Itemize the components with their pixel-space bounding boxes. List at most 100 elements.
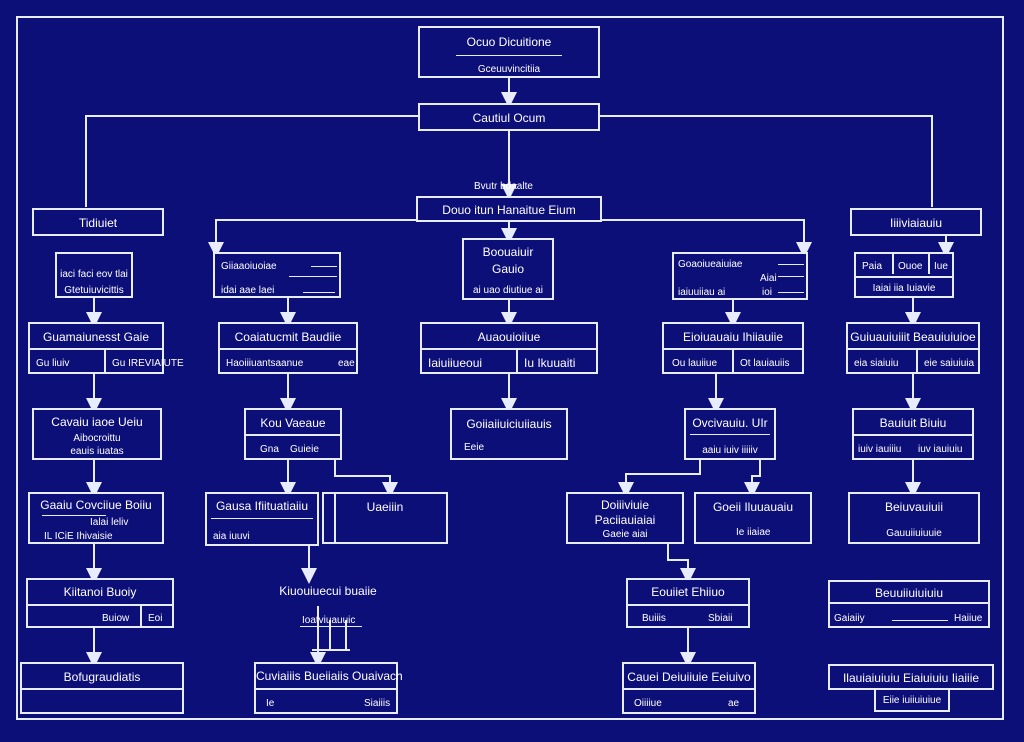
col5-c-box: Bauiuit Biuiu iuiv iauiiiu iuv iauiuiu: [852, 408, 974, 460]
col2-b-title: Coaiatucmit Baudiie: [234, 330, 342, 344]
col1-e-right: Eoi: [148, 613, 163, 624]
col2-d-divider: [211, 518, 313, 519]
col4-g-divider: [624, 688, 754, 690]
col5-b-divider: [848, 348, 978, 350]
col4-f-right: Sbiaii: [708, 613, 733, 624]
col5-b-title: Guiuauiuiiit Beauiuiuioe: [850, 330, 976, 344]
col5-f-title: Ilauiaiuiuiu Eiaiuiuiu Iiaiiie: [842, 671, 980, 685]
col2-b-divider: [220, 348, 356, 350]
col1-c-line2: Aibocroittu: [73, 433, 121, 444]
col4-c-box: Ovcivauiu. UIr aaiu iuiv iiiiiv: [684, 408, 776, 460]
col1-d-divider: [42, 515, 106, 516]
col1-head-box: Tidiuiet: [32, 208, 164, 236]
col5-f-box: Ilauiaiuiuiu Eiaiuiuiu Iiaiiie: [828, 664, 994, 690]
col2-f-line2: Ioatviuauuic: [302, 615, 356, 626]
col5-a-split2: [928, 254, 930, 274]
col3-b-title: Auaouioiiue: [477, 330, 541, 344]
col1-b-divider: [30, 348, 162, 350]
col4-a-right1: Aiai: [760, 273, 777, 284]
col5-head-label: Iiiiviaiauiu: [889, 216, 943, 230]
col1-d-box: Gaaiu Covciiue Boiiu Ialai leliv IL ICiE…: [28, 492, 164, 544]
col4-d-title: Doiiiviuie: [600, 498, 650, 512]
diagram-frame: [16, 16, 1004, 720]
col4-a-box: Goaoiueaiuiae Aiai iaiuuiiau ai ioi: [672, 252, 808, 300]
col2-c-title: Kou Vaeaue: [260, 416, 326, 430]
col3-a-line3: ai uao diutiue ai: [472, 285, 544, 296]
col3-a-line2: Gauio: [491, 262, 525, 276]
col4-a-right2: ioi: [762, 287, 773, 298]
col1-c-title: Cavaiu iaoe Ueiu: [51, 415, 143, 429]
col4-c-divider: [690, 434, 770, 435]
col5-a-cell2: Ouoe: [898, 261, 923, 272]
col2-b-box: Coaiatucmit Baudiie Haoiiiuantsaanue eae: [218, 322, 358, 374]
col4-f-divider: [628, 604, 748, 606]
col4-b-box: Eioiuauaiu Ihiiauiie Ou lauiiue Ot lauia…: [662, 322, 804, 374]
col1-b-split: [104, 348, 106, 372]
col4-g-left: Oiiiiue: [634, 698, 662, 709]
col5-a-box: Paia Ouoe Iue Iaiai iia Iuiavie: [854, 252, 954, 298]
col2-b-left: Haoiiiuantsaanue: [226, 358, 304, 369]
col2-d-line2: aia iuuvi: [213, 531, 250, 542]
col4-a-mark2: [778, 276, 804, 277]
col1-d-title: Gaaiu Covciiue Boiiu: [40, 498, 152, 512]
col1-b-left: Gu liuiv: [36, 358, 70, 369]
col1-e-title: Kiitanoi Buoiy: [63, 585, 137, 599]
col1-d-line2: Ialai leliv: [90, 517, 129, 528]
col5-a-line2: Iaiai iia Iuiavie: [872, 283, 936, 294]
col2-b-right: eae: [338, 358, 355, 369]
col3-a-box: Boouaiuir Gauio ai uao diutiue ai: [462, 238, 554, 300]
col4-a-mark1: [778, 264, 804, 265]
top-subtitle: Gceuuvincitiia: [477, 64, 541, 75]
col1-b-box: Guamaiunesst Gaie Gu liuiv Gu IREVIAIUTE: [28, 322, 184, 374]
col3-c-title: Goiiaiiuiciuiiauis: [466, 417, 552, 431]
top-box: Ocuo Dicuitione Gceuuvincitiia: [418, 26, 600, 78]
col5-b-right: eie saiuiuia: [924, 358, 975, 369]
hub-small-label: Bvutr bdaalte: [474, 181, 533, 192]
col2-f-title: Kiuouiuecui buaiie: [279, 584, 377, 598]
col3-c-line2: Eeie: [464, 442, 485, 453]
col2-g-box: Cuviaiiis Bueiiaiis Ouaivach Ie Siaiiis: [254, 662, 403, 714]
hub-box: Douo itun Hanaitue Eium: [416, 196, 602, 222]
col5-d-title: Beiuvauiuii: [884, 500, 944, 514]
col1-f-box: Bofugraudiatis: [20, 662, 184, 714]
col1-a-line2: Gtetuiuvicittis: [64, 285, 124, 296]
col3-b-split: [516, 348, 518, 372]
col2-f-underline: [300, 626, 362, 627]
col4-e-line2: Ie iiaiae: [736, 527, 771, 538]
col2-e-title: Uaeiiin: [366, 500, 404, 514]
col2-a-box: Giiaaoiuoiae idai aae laei: [213, 252, 341, 298]
col5-c-right: iuv iauiuiu: [918, 444, 963, 455]
col4-d-line2: Paciiauiaiai: [594, 513, 656, 527]
col5-e-left: Gaiaiiy: [834, 613, 865, 624]
col1-c-line3: eauis iuatas: [70, 446, 124, 457]
col5-a-cell1: Paia: [862, 261, 883, 272]
col4-g-right: ae: [728, 698, 740, 709]
col1-b-right: Gu IREVIAIUTE: [112, 358, 184, 369]
col3-c-box: Goiiaiiuiciuiiauis Eeie: [450, 408, 568, 460]
col2-c-left: Gna: [260, 444, 279, 455]
central-box: Cautiul Ocum: [418, 103, 600, 131]
col3-a-line1: Boouaiuir: [482, 245, 534, 259]
col2-c-divider: [246, 434, 340, 436]
col4-g-title: Cauei Deiuiiuie Eeiuivo: [627, 670, 751, 684]
col5-c-left: iuiv iauiiiu: [858, 444, 902, 455]
col5-d-line2: Gauuiiuiuuie: [886, 528, 942, 539]
col3-b-divider: [422, 348, 596, 350]
col2-a-line1: Giiaaoiuoiae: [221, 261, 277, 272]
col5-e-box: Beuuiiuiuiuiu Gaiaiiy Haiiue: [828, 580, 990, 628]
col2-a-mark2: [289, 276, 337, 277]
col4-a-line2: iaiuuiiau ai: [678, 287, 726, 298]
col3-b-box: Auaouioiiue Iaiuiiueoui Iu Ikuuaiti: [420, 322, 598, 374]
col4-f-left: Buiiis: [642, 613, 666, 624]
col4-f-title: Eouiiet Ehiiuo: [651, 585, 725, 599]
col4-f-box: Eouiiet Ehiiuo Buiiis Sbiaii: [626, 578, 750, 628]
col2-g-title: Cuviaiiis Bueiiaiis Ouaivach: [256, 669, 403, 683]
col1-f-divider: [22, 688, 182, 690]
col1-b-title: Guamaiunesst Gaie: [42, 330, 150, 344]
col4-c-title: Ovcivauiu. UIr: [692, 416, 768, 430]
col2-a-mark1: [311, 266, 337, 267]
col2-e-split: [334, 494, 336, 542]
hub-label: Douo itun Hanaitue Eium: [442, 203, 576, 217]
col4-a-line1: Goaoiueaiuiae: [678, 259, 743, 270]
col1-f-title: Bofugraudiatis: [63, 670, 141, 684]
